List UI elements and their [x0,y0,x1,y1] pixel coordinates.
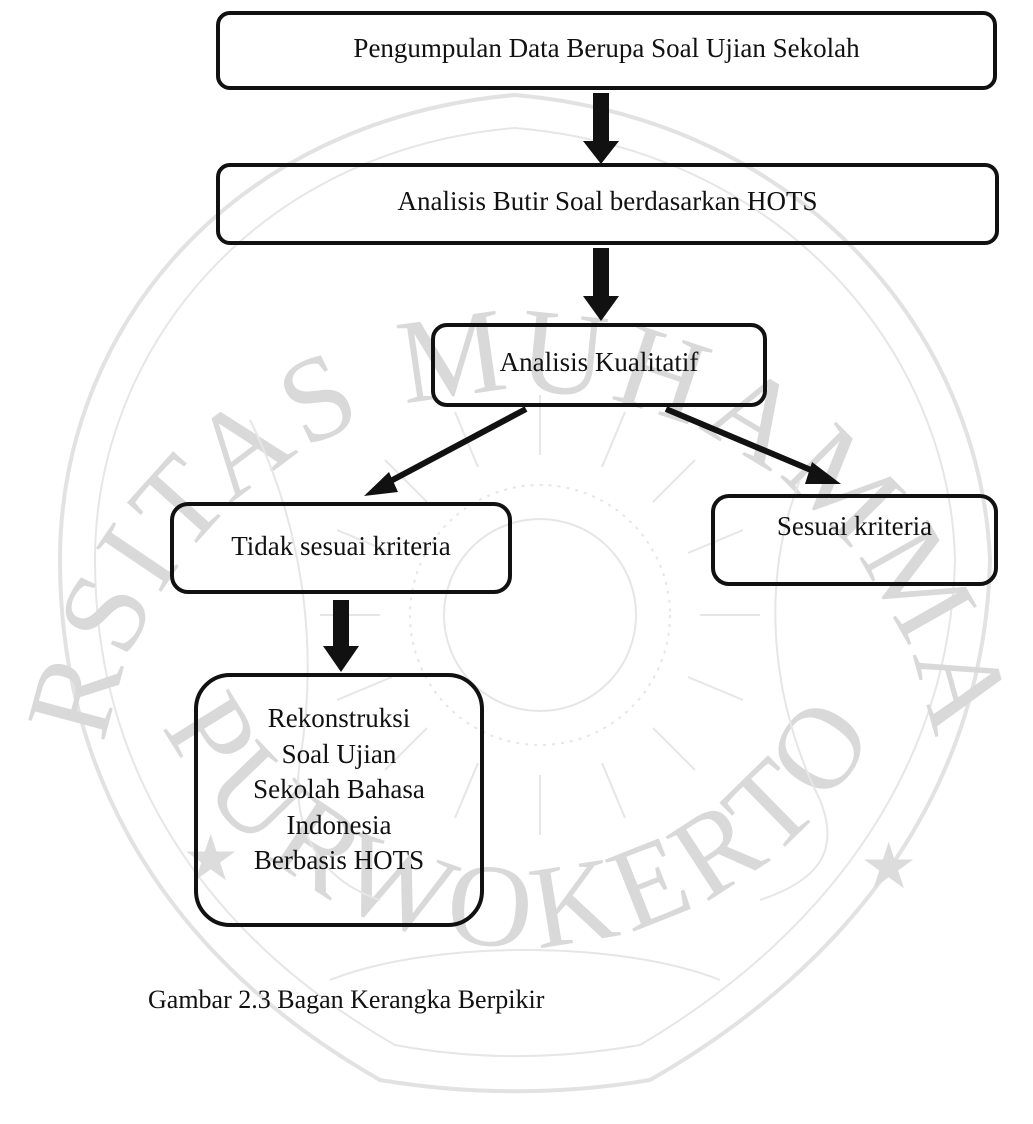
node-data-collection-label: Pengumpulan Data Berupa Soal Ujian Sekol… [353,32,860,63]
node-item-analysis-label: Analisis Butir Soal berdasarkan HOTS [397,186,818,217]
arrowhead-matching [805,462,841,484]
arrow-data-collection-to-item-analysis [583,93,619,164]
node-data-collection: Pengumpulan Data Berupa Soal Ujian Sekol… [216,11,997,90]
node-not-matching-criteria: Tidak sesuai kriteria [170,502,512,594]
arrow-not-matching-to-reconstruction [323,600,359,672]
node-reconstruction: Rekonstruksi Soal Ujian Sekolah Bahasa I… [194,673,484,927]
arrowhead-not-matching [364,472,398,496]
node-matching-criteria-label: Sesuai kriteria [776,511,933,542]
node-item-analysis: Analisis Butir Soal berdasarkan HOTS [216,163,999,245]
node-qualitative-analysis: Analisis Kualitatif [431,323,767,407]
node-qualitative-analysis-label: Analisis Kualitatif [499,347,699,378]
figure-caption: Gambar 2.3 Bagan Kerangka Berpikir [148,985,545,1014]
arrow-qualitative-to-matching [664,406,820,476]
node-matching-criteria: Sesuai kriteria [711,494,998,586]
arrow-qualitative-to-not-matching [383,406,528,487]
node-not-matching-criteria-label: Tidak sesuai kriteria [231,531,451,562]
node-reconstruction-label: Rekonstruksi Soal Ujian Sekolah Bahasa I… [253,702,425,876]
arrow-item-analysis-to-qualitative-analysis [583,248,619,321]
